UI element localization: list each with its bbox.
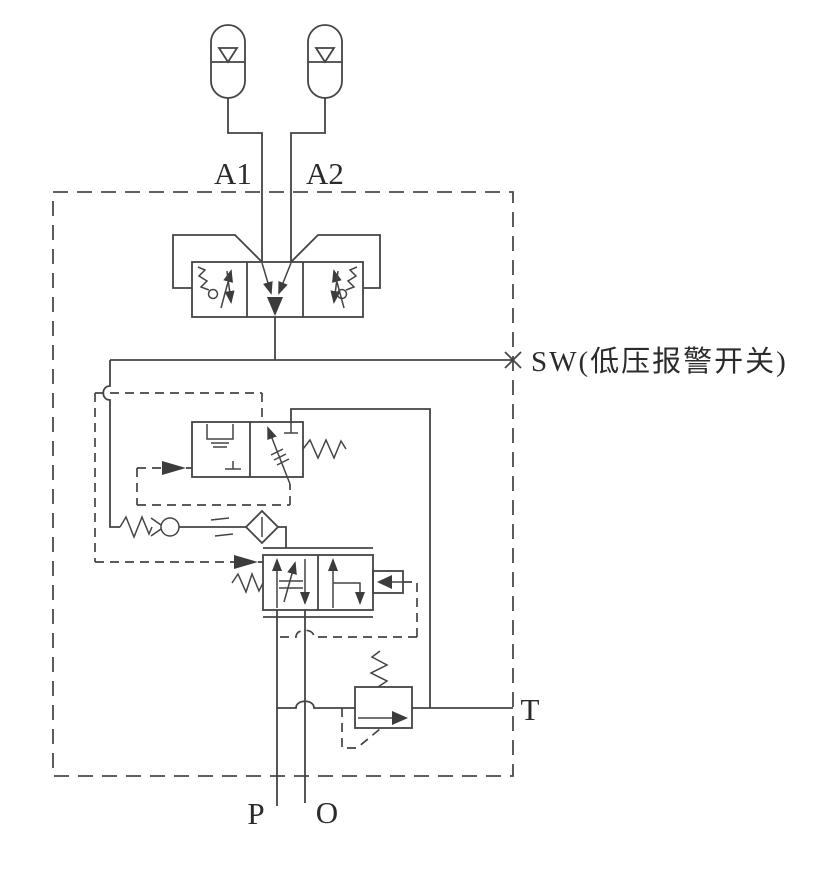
- relief-valve: [277, 650, 513, 749]
- label-o: O: [316, 795, 338, 830]
- check-valve-line: [119, 509, 287, 548]
- pilot-arrow-icon: [162, 461, 186, 475]
- enclosure-boundary: [52, 191, 514, 777]
- spring-icon: [302, 438, 347, 460]
- unloading-valve: [136, 408, 431, 708]
- pilot-arrow-icon: [234, 555, 258, 569]
- charging-valve-block: [172, 234, 381, 360]
- sequence-valve: [95, 547, 418, 638]
- pressure-switch-x-icon: [504, 351, 522, 369]
- orifice-icon: [210, 517, 230, 521]
- pilot-line-upper: [94, 392, 263, 562]
- merge-arrow-icon: [267, 297, 283, 316]
- label-a1: A1: [214, 156, 252, 191]
- supply-return-lines: [276, 610, 306, 806]
- spring-icon: [119, 515, 153, 540]
- gas-triangle-icon: [217, 47, 239, 64]
- label-pressure-switch: SW(低压报警开关): [531, 345, 788, 378]
- spring-icon: [231, 571, 264, 595]
- label-p: P: [247, 796, 264, 831]
- accumulator-1: [210, 24, 263, 262]
- check-ball-icon: [160, 517, 180, 537]
- supply-drop-line: [102, 360, 120, 528]
- flow-arrow-icon: [392, 711, 408, 725]
- gas-triangle-icon: [314, 47, 336, 64]
- accumulator-2: [290, 24, 343, 262]
- label-t: T: [521, 692, 540, 727]
- pressure-switch-line: [110, 351, 522, 369]
- pilot-arrow-icon: [377, 575, 392, 589]
- spring-icon: [369, 650, 389, 688]
- label-a2: A2: [306, 156, 344, 191]
